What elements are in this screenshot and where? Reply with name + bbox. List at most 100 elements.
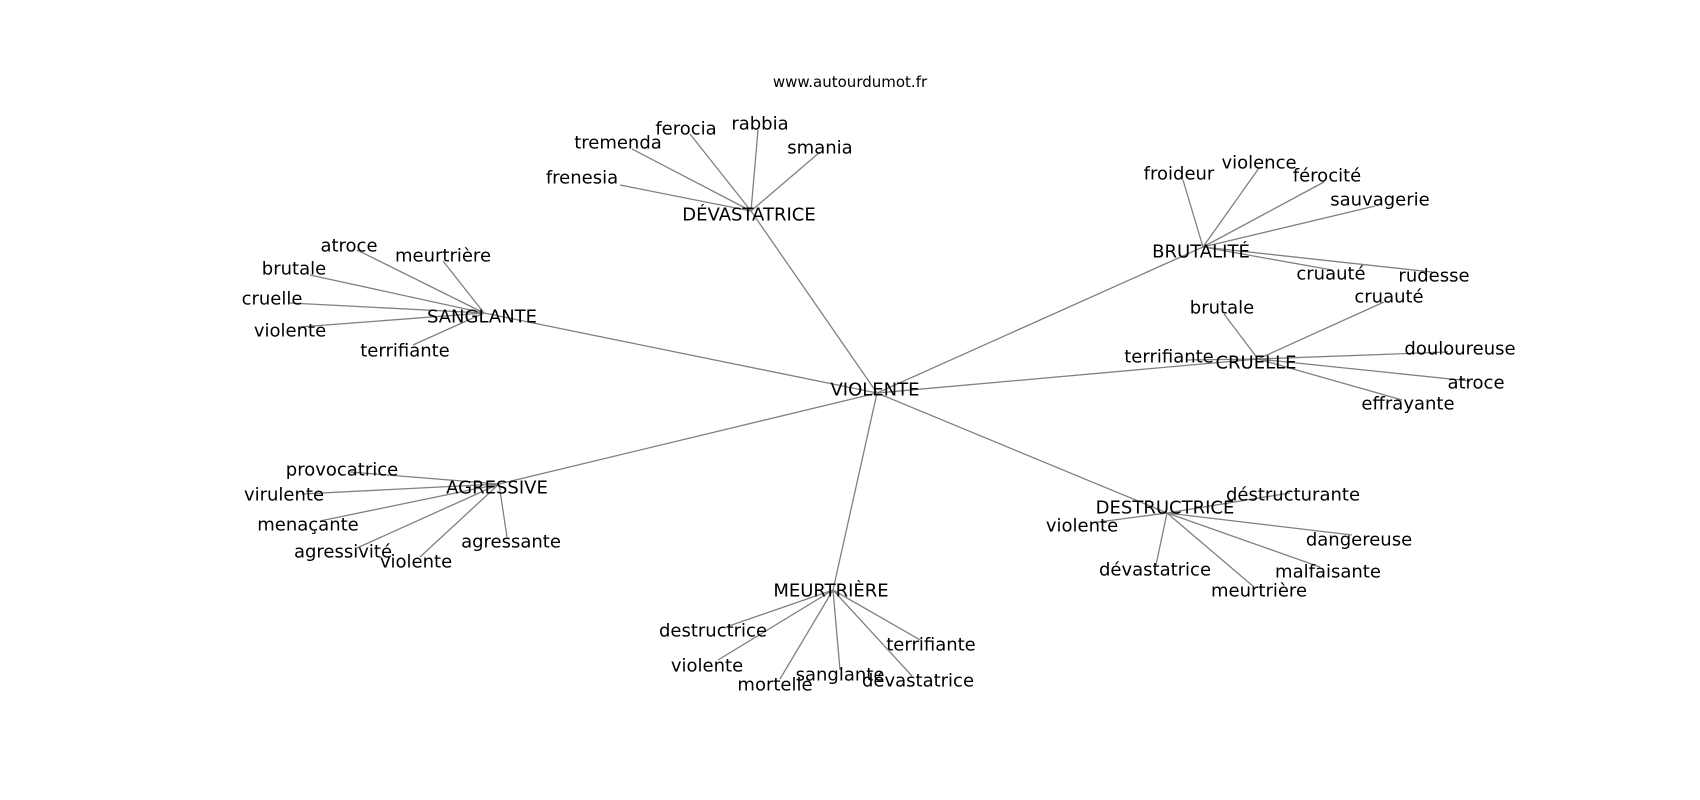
- leaf-node-label: cruauté: [1354, 287, 1423, 308]
- edge-center-cluster: [876, 392, 1168, 514]
- edge-cluster-leaf: [301, 483, 500, 495]
- edge-cluster-leaf: [349, 471, 500, 485]
- edge-cluster-leaf: [1166, 512, 1353, 536]
- leaf-node-label: virulente: [244, 485, 324, 506]
- edge-cluster-leaf: [419, 483, 500, 558]
- leaf-node-label: sauvagerie: [1330, 190, 1429, 211]
- edge-cluster-leaf: [1166, 512, 1321, 568]
- leaf-node-label: destructrice: [659, 621, 767, 642]
- cluster-node-label: DESTRUCTRICE: [1096, 498, 1235, 519]
- edge-cluster-leaf: [309, 274, 485, 314]
- edge-cluster-leaf: [289, 302, 485, 314]
- edge-cluster-leaf: [619, 184, 752, 212]
- edge-cluster-leaf: [1185, 358, 1259, 361]
- cluster-node-label: SANGLANTE: [427, 307, 537, 328]
- leaf-node-label: rabbia: [731, 114, 788, 135]
- edge-cluster-leaf: [1202, 167, 1260, 248]
- leaf-node-label: brutale: [262, 259, 326, 280]
- leaf-node-label: terrifiante: [886, 635, 976, 656]
- leaf-node-label: atroce: [1447, 373, 1504, 394]
- leaf-node-label: douloureuse: [1404, 339, 1515, 360]
- edge-cluster-leaf: [1257, 301, 1385, 360]
- edge-cluster-leaf: [689, 133, 752, 212]
- edge-center-cluster: [750, 210, 878, 394]
- leaf-node-label: agressivité: [294, 542, 392, 563]
- cluster-node-label: AGRESSIVE: [446, 478, 548, 499]
- graph-edges: [289, 129, 1471, 680]
- edge-cluster-leaf: [779, 589, 834, 680]
- leaf-node-label: mortelle: [737, 675, 812, 696]
- leaf-node-label: dévastatrice: [862, 671, 974, 692]
- edge-cluster-leaf: [356, 483, 500, 549]
- leaf-node-label: meurtrière: [1211, 581, 1307, 602]
- edge-cluster-leaf: [1182, 179, 1204, 248]
- leaf-node-label: violente: [380, 552, 452, 573]
- leaf-node-label: terrifiante: [1124, 347, 1214, 368]
- leaf-node-label: tremenda: [574, 133, 662, 154]
- edge-cluster-leaf: [725, 589, 834, 628]
- edge-cluster-leaf: [1257, 358, 1403, 401]
- leaf-node-label: malfaisante: [1275, 562, 1381, 583]
- leaf-node-label: dangereuse: [1306, 530, 1412, 551]
- edge-cluster-leaf: [356, 249, 485, 314]
- edge-cluster-leaf: [1223, 313, 1259, 360]
- leaf-node-label: cruauté: [1296, 264, 1365, 285]
- edge-cluster-leaf: [1155, 512, 1168, 566]
- edge-cluster-leaf: [717, 589, 834, 661]
- cluster-node-label: BRUTALITÉ: [1152, 241, 1250, 263]
- edge-cluster-leaf: [832, 589, 923, 642]
- leaf-node-label: dévastatrice: [1099, 560, 1211, 581]
- leaf-node-label: brutale: [1190, 298, 1254, 319]
- leaf-node-label: agressante: [461, 532, 561, 553]
- edge-cluster-leaf: [1202, 181, 1325, 248]
- edge-center-cluster: [483, 312, 878, 394]
- edge-cluster-leaf: [1202, 205, 1376, 248]
- edge-cluster-leaf: [750, 129, 759, 212]
- leaf-node-label: meurtrière: [395, 246, 491, 267]
- edge-cluster-leaf: [1257, 351, 1449, 360]
- leaf-node-label: violente: [671, 656, 743, 677]
- edge-cluster-leaf: [832, 589, 913, 677]
- center-node-label: VIOLENTE: [830, 380, 919, 401]
- leaf-node-label: déstructurante: [1226, 485, 1360, 506]
- cluster-node-label: CRUELLE: [1215, 353, 1296, 374]
- leaf-node-label: violente: [254, 321, 326, 342]
- edge-center-cluster: [498, 392, 878, 485]
- edge-cluster-leaf: [1166, 512, 1255, 588]
- edge-cluster-leaf: [1202, 246, 1433, 273]
- leaf-node-label: frenesia: [546, 168, 618, 189]
- leaf-node-label: menaçante: [257, 515, 359, 536]
- leaf-node-label: provocatrice: [286, 460, 398, 481]
- cluster-node-label: MEURTRIÈRE: [773, 580, 888, 602]
- edge-center-cluster: [876, 246, 1204, 394]
- edge-cluster-leaf: [299, 312, 485, 328]
- edge-cluster-leaf: [750, 151, 821, 212]
- edge-center-cluster: [832, 392, 878, 591]
- leaf-node-label: violente: [1046, 516, 1118, 537]
- leaf-node-label: rudesse: [1398, 266, 1469, 287]
- edge-center-cluster: [876, 358, 1259, 394]
- leaf-node-label: smania: [787, 138, 852, 159]
- edge-cluster-leaf: [1257, 358, 1471, 382]
- leaf-node-label: ferocia: [655, 119, 716, 140]
- leaf-node-label: atroce: [320, 236, 377, 257]
- edge-cluster-leaf: [1090, 512, 1168, 524]
- edge-cluster-leaf: [319, 483, 500, 522]
- edge-cluster-leaf: [498, 483, 508, 538]
- edge-cluster-leaf: [631, 148, 752, 212]
- leaf-node-label: effrayante: [1361, 394, 1454, 415]
- leaf-node-label: violence: [1221, 153, 1296, 174]
- edge-cluster-leaf: [412, 312, 485, 346]
- leaf-node-label: terrifiante: [360, 341, 450, 362]
- edge-cluster-leaf: [832, 589, 841, 671]
- edge-cluster-leaf: [1166, 492, 1291, 514]
- leaf-node-label: sanglante: [796, 665, 885, 686]
- source-url: www.autourdumot.fr: [773, 73, 928, 91]
- cluster-node-label: DÉVASTATRICE: [682, 204, 815, 226]
- leaf-node-label: cruelle: [242, 289, 303, 310]
- edge-cluster-leaf: [1202, 246, 1333, 271]
- leaf-node-label: froideur: [1144, 164, 1215, 185]
- leaf-node-label: férocité: [1293, 166, 1361, 187]
